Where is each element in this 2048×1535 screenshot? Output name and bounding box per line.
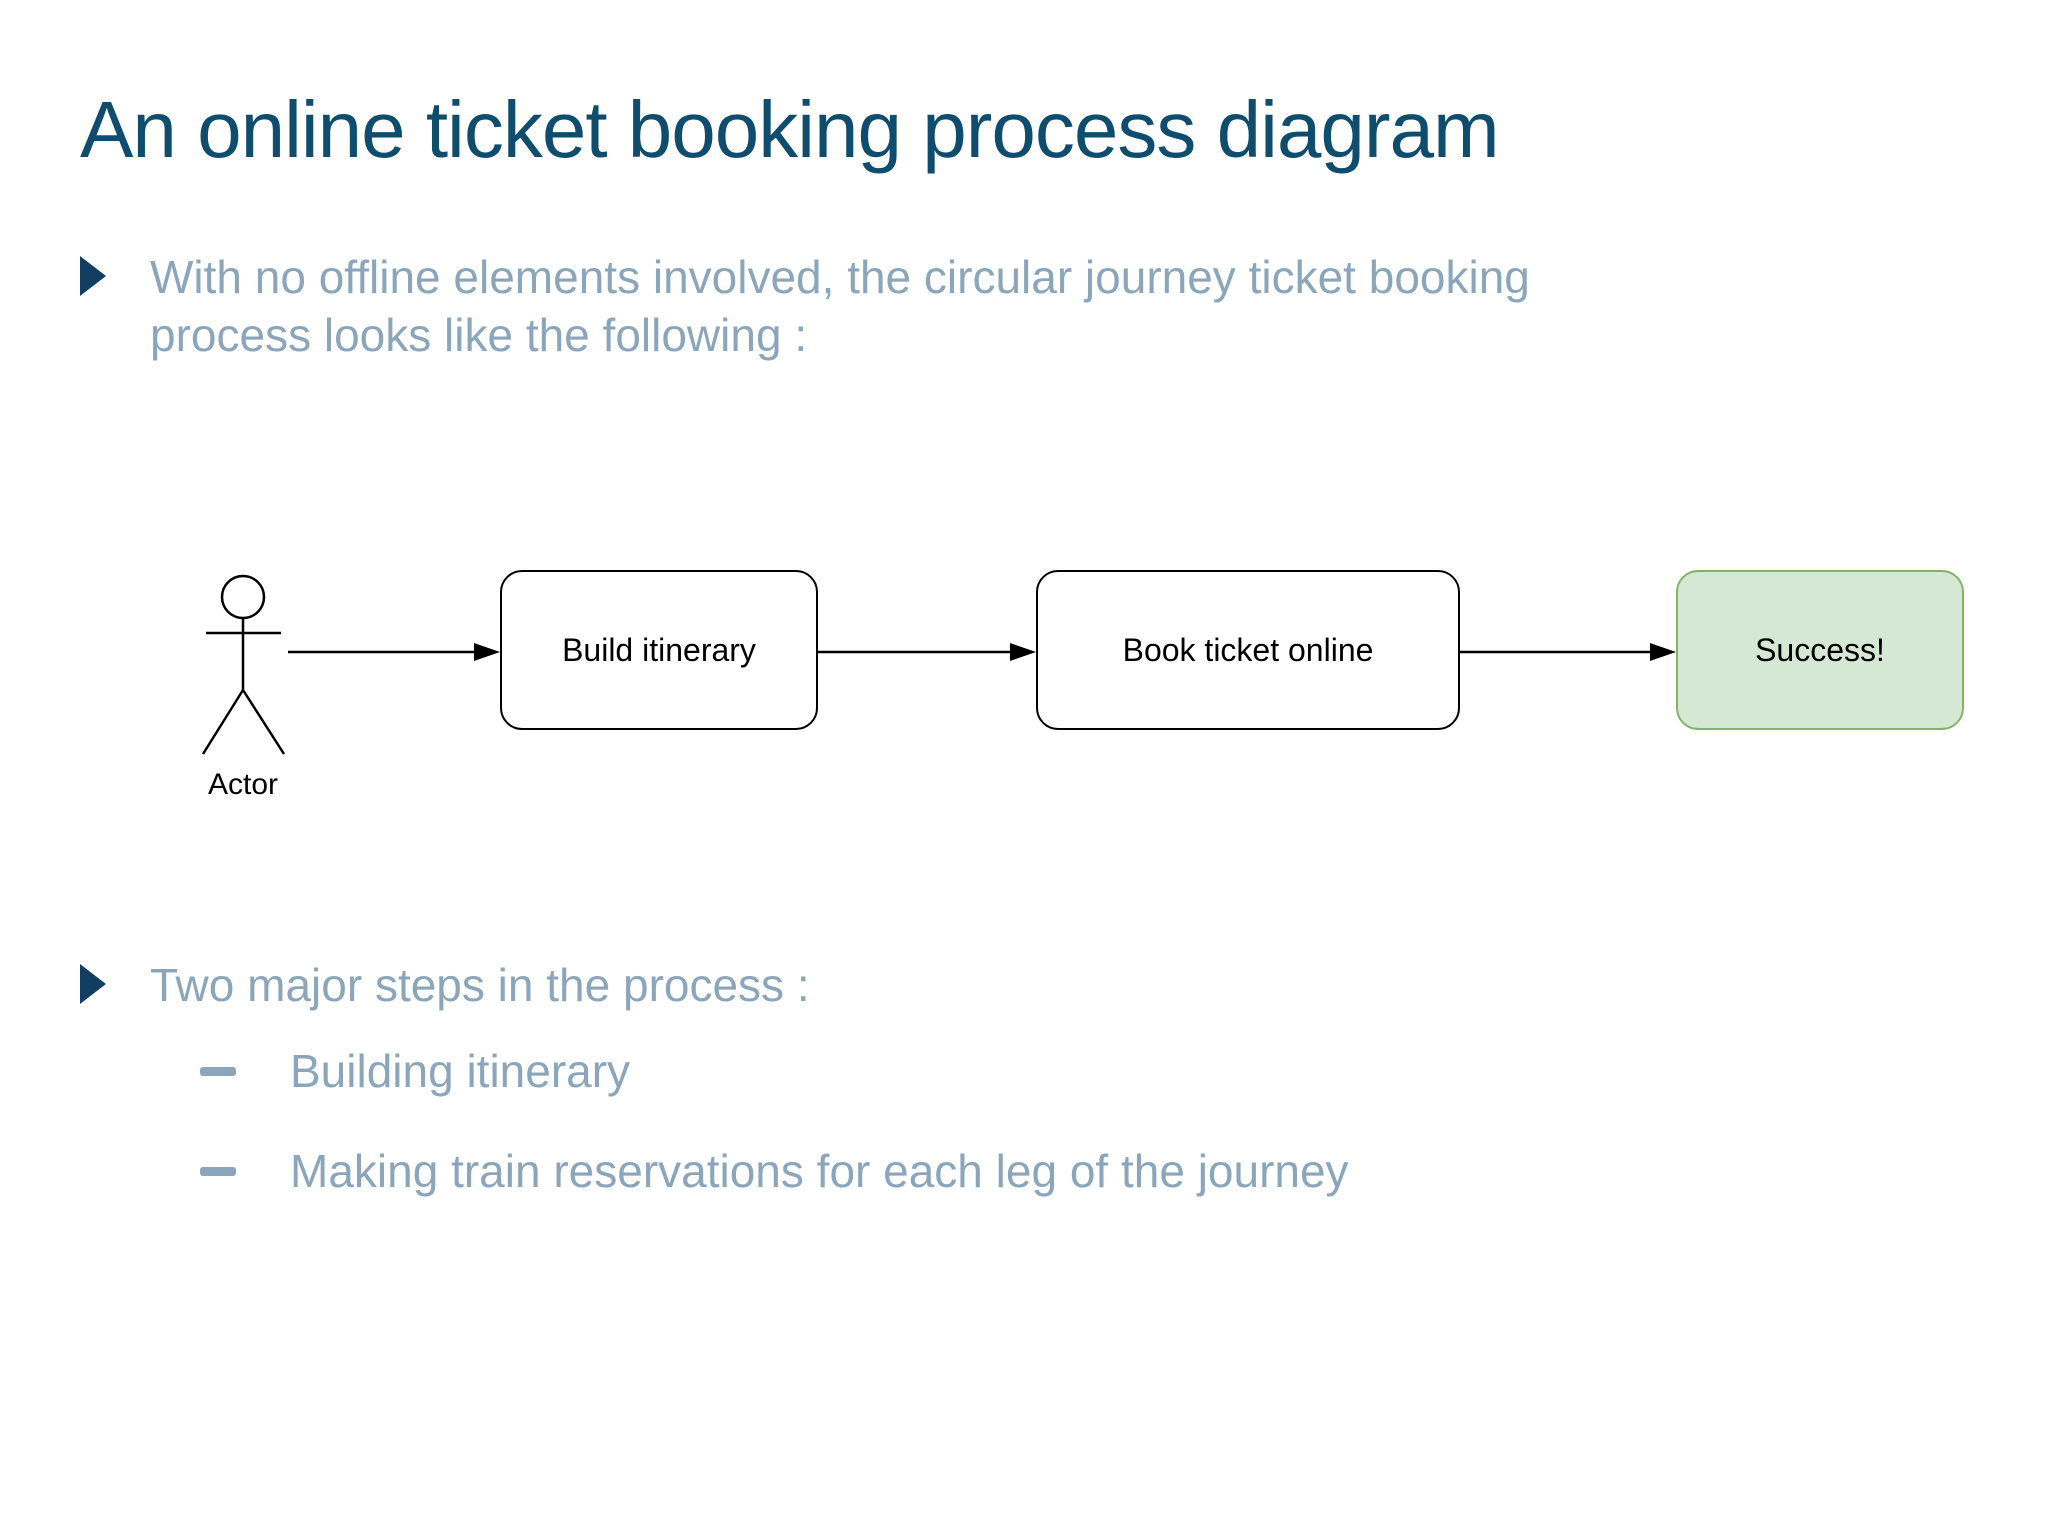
bullet-text-steps: Two major steps in the process : (150, 959, 810, 1011)
bullet-item-steps: Two major steps in the process : (80, 956, 1960, 1014)
node-label: Book ticket online (1122, 631, 1374, 668)
node-build-itinerary: Build itinerary (500, 570, 818, 730)
node-label: Success! (1755, 631, 1885, 668)
dash-icon (200, 1166, 236, 1176)
flow-arrow-build-to-book (818, 643, 1036, 661)
node-label: Build itinerary (562, 631, 756, 668)
stick-figure-icon (201, 574, 286, 755)
flow-arrow-actor-to-build (288, 643, 500, 661)
dash-icon (200, 1066, 236, 1076)
triangle-right-icon (80, 256, 106, 296)
actor-label: Actor (207, 768, 279, 801)
bullet-text-line2: process looks like the following : (150, 309, 808, 361)
flow-arrow-book-to-success (1460, 643, 1676, 661)
triangle-right-icon (80, 964, 106, 1004)
node-book-ticket-online: Book ticket online (1036, 570, 1460, 730)
sub-bullet-train-reservations: Making train reservations for each leg o… (200, 1142, 1349, 1200)
sub-bullet-text: Making train reservations for each leg o… (290, 1145, 1349, 1197)
node-success: Success! (1676, 570, 1964, 730)
bullet-text-intro: With no offline elements involved, the c… (150, 248, 1530, 364)
page-title: An online ticket booking process diagram (80, 85, 1500, 174)
sub-bullet-building-itinerary: Building itinerary (200, 1042, 630, 1100)
process-diagram: Build itinerary Book ticket online Succe… (0, 540, 2048, 860)
diagram-canvas (201, 574, 1676, 755)
sub-bullet-text: Building itinerary (290, 1045, 631, 1097)
bullet-text-line1: With no offline elements involved, the c… (150, 251, 1530, 303)
bullet-item-intro: With no offline elements involved, the c… (80, 248, 1960, 364)
